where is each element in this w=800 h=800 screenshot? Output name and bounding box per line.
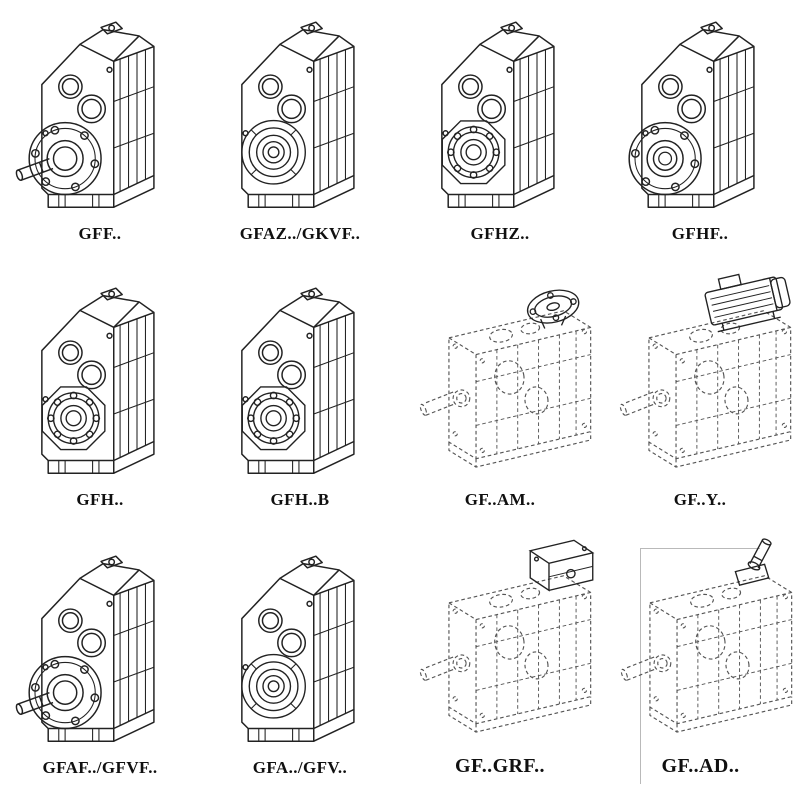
model-label: GFHF..	[671, 224, 729, 243]
gearbox-bearing-bore-icon	[10, 266, 190, 488]
catalog-cell-gfhz: GFHZ..	[440, 16, 560, 250]
catalog-cell-gf-ad: GF..AD..	[640, 548, 760, 784]
gearbox-dashed-input-flange-icon	[401, 269, 599, 488]
catalog-cell-gfh-b: GFH..B	[240, 282, 360, 516]
catalog-cell-gff: GFF..	[40, 16, 160, 250]
gearbox-dashed-motor-icon	[601, 269, 799, 488]
model-label: GF..GRF..	[455, 755, 545, 777]
model-label: GFH..	[76, 490, 124, 509]
model-label: GFF..	[78, 224, 122, 243]
model-label: GFAF../GFVF..	[42, 758, 158, 777]
model-label: GFAZ../GKVF..	[239, 224, 361, 243]
gearbox-bearing-bore-icon	[210, 266, 390, 488]
catalog-cell-gf-am: GF..AM..	[440, 282, 560, 516]
model-label: GFH..B	[270, 490, 330, 509]
catalog-cell-gfh: GFH..	[40, 282, 160, 516]
model-label: GF..AM..	[464, 490, 536, 509]
catalog-cell-gfhf: GFHF..	[640, 16, 760, 250]
gearbox-hollow-bore-icon	[210, 534, 390, 756]
model-label: GFA../GFV..	[252, 758, 348, 777]
catalog-cell-gf-y: GF..Y..	[640, 282, 760, 516]
gearbox-output-flange-icon	[610, 0, 790, 222]
gearbox-dashed-input-shaft-icon	[602, 534, 800, 753]
gearbox-output-flange-with-shaft-icon	[10, 0, 190, 222]
model-label: GF..AD..	[661, 755, 740, 777]
gearbox-dashed-input-box-icon	[401, 534, 599, 753]
model-label: GF..Y..	[673, 490, 727, 509]
catalog-cell-gf-grf: GF..GRF..	[440, 548, 560, 784]
gearbox-bearing-bore-icon	[410, 0, 590, 222]
catalog-cell-gfaz-gkvf: GFAZ../GKVF..	[240, 16, 360, 250]
catalog-cell-gfa-gfv: GFA../GFV..	[240, 548, 360, 784]
gearbox-hollow-bore-icon	[210, 0, 390, 222]
model-label: GFHZ..	[470, 224, 530, 243]
gearbox-output-flange-with-shaft-icon	[10, 534, 190, 756]
catalog-cell-gfaf-gfvf: GFAF../GFVF..	[40, 548, 160, 784]
